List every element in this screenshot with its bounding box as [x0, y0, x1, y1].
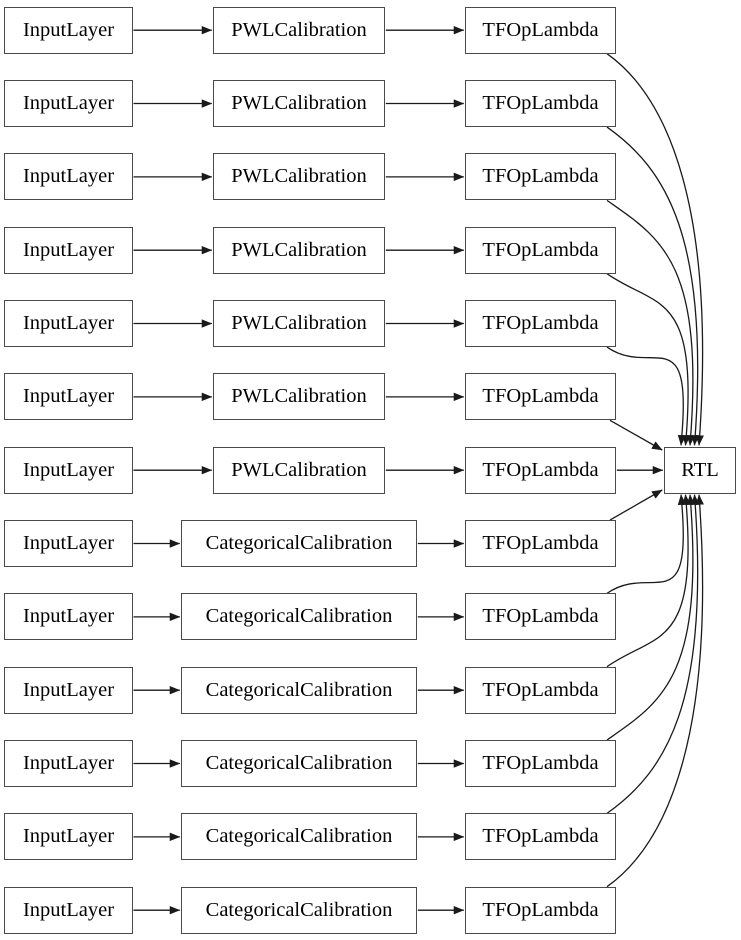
diagram-row: InputLayer PWLCalibration TFOpLambda — [0, 226, 741, 274]
diagram-row: InputLayer CategoricalCalibration TFOpLa… — [0, 593, 741, 641]
node-input-layer: InputLayer — [4, 153, 133, 201]
node-input-layer: InputLayer — [4, 373, 133, 421]
node-calibration: PWLCalibration — [213, 153, 385, 201]
diagram-row: InputLayer PWLCalibration TFOpLambda — [0, 6, 741, 54]
node-tf-op-lambda: TFOpLambda — [465, 886, 616, 934]
node-tf-op-lambda: TFOpLambda — [465, 226, 616, 274]
node-tf-op-lambda: TFOpLambda — [465, 446, 616, 494]
node-input-layer: InputLayer — [4, 226, 133, 274]
node-tf-op-lambda: TFOpLambda — [465, 813, 616, 861]
node-calibration: PWLCalibration — [213, 80, 385, 128]
node-calibration: PWLCalibration — [213, 373, 385, 421]
node-tf-op-lambda: TFOpLambda — [465, 373, 616, 421]
node-calibration: CategoricalCalibration — [181, 886, 417, 934]
node-tf-op-lambda: TFOpLambda — [465, 666, 616, 714]
node-calibration: PWLCalibration — [213, 226, 385, 274]
node-calibration: CategoricalCalibration — [181, 813, 417, 861]
node-input-layer: InputLayer — [4, 519, 133, 567]
diagram-row: InputLayer PWLCalibration TFOpLambda — [0, 153, 741, 201]
diagram-row: InputLayer CategoricalCalibration TFOpLa… — [0, 739, 741, 787]
node-calibration: CategoricalCalibration — [181, 593, 417, 641]
node-calibration: PWLCalibration — [213, 300, 385, 347]
node-tf-op-lambda: TFOpLambda — [465, 519, 616, 567]
node-calibration: CategoricalCalibration — [181, 739, 417, 787]
node-input-layer: InputLayer — [4, 886, 133, 934]
node-input-layer: InputLayer — [4, 6, 133, 54]
node-calibration: PWLCalibration — [213, 6, 385, 54]
node-input-layer: InputLayer — [4, 666, 133, 714]
diagram-row: InputLayer PWLCalibration TFOpLambda — [0, 446, 741, 494]
node-input-layer: InputLayer — [4, 80, 133, 128]
node-rtl: RTL — [664, 446, 736, 494]
node-input-layer: InputLayer — [4, 446, 133, 494]
node-calibration: CategoricalCalibration — [181, 666, 417, 714]
diagram-row: InputLayer CategoricalCalibration TFOpLa… — [0, 519, 741, 567]
diagram-row: InputLayer PWLCalibration TFOpLambda — [0, 80, 741, 128]
diagram-row: InputLayer CategoricalCalibration TFOpLa… — [0, 886, 741, 934]
diagram-row: InputLayer CategoricalCalibration TFOpLa… — [0, 666, 741, 714]
node-input-layer: InputLayer — [4, 300, 133, 347]
diagram-row: InputLayer PWLCalibration TFOpLambda — [0, 300, 741, 347]
node-tf-op-lambda: TFOpLambda — [465, 6, 616, 54]
node-tf-op-lambda: TFOpLambda — [465, 80, 616, 128]
node-calibration: CategoricalCalibration — [181, 519, 417, 567]
node-tf-op-lambda: TFOpLambda — [465, 593, 616, 641]
node-input-layer: InputLayer — [4, 739, 133, 787]
diagram-row: InputLayer PWLCalibration TFOpLambda — [0, 373, 741, 421]
node-input-layer: InputLayer — [4, 593, 133, 641]
node-tf-op-lambda: TFOpLambda — [465, 300, 616, 347]
node-input-layer: InputLayer — [4, 813, 133, 861]
node-tf-op-lambda: TFOpLambda — [465, 153, 616, 201]
node-calibration: PWLCalibration — [213, 446, 385, 494]
node-tf-op-lambda: TFOpLambda — [465, 739, 616, 787]
diagram-row: InputLayer CategoricalCalibration TFOpLa… — [0, 813, 741, 861]
